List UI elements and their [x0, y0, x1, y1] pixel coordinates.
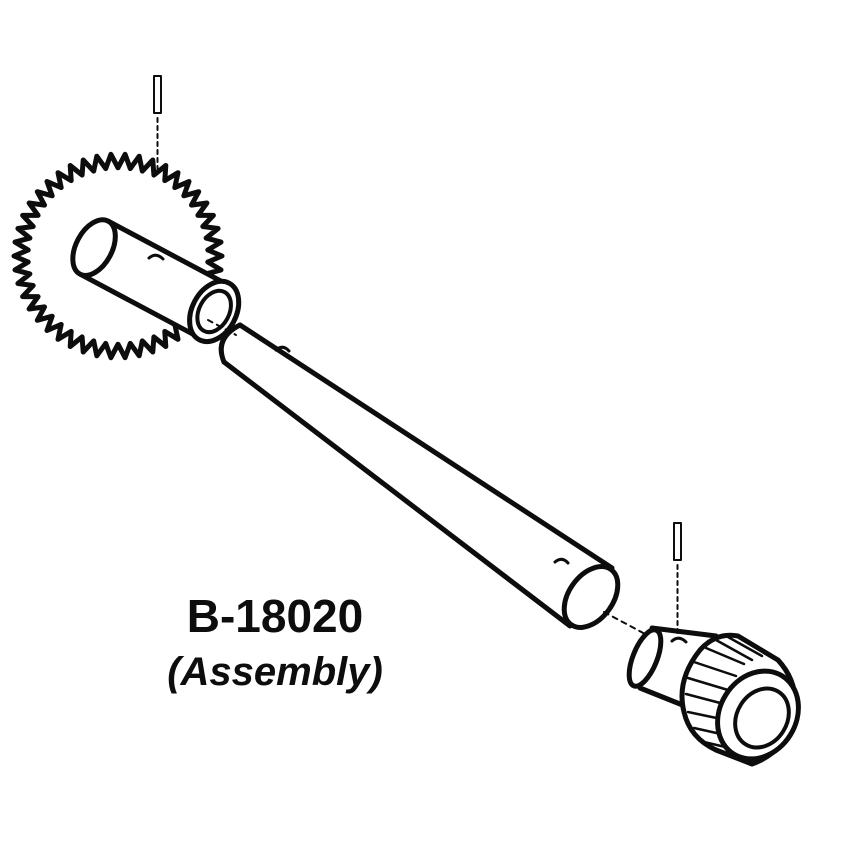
hub-shaft-axis-line	[207, 319, 237, 336]
bottom-pin-icon	[673, 522, 682, 561]
knob-icon	[626, 625, 801, 767]
assembly-caption: (Assembly)	[167, 650, 383, 694]
part-number-label: B-18020	[186, 590, 364, 642]
knurl-rib	[692, 660, 738, 678]
hub-cylinder	[70, 217, 242, 345]
knurl-rib	[726, 635, 764, 658]
knurl-rib	[714, 638, 754, 662]
top-pin-icon	[153, 75, 162, 114]
knurl-rib	[704, 646, 746, 666]
hub-pin-hole	[147, 253, 165, 261]
knurl-rib	[684, 692, 726, 706]
knurl-rib	[686, 676, 730, 692]
